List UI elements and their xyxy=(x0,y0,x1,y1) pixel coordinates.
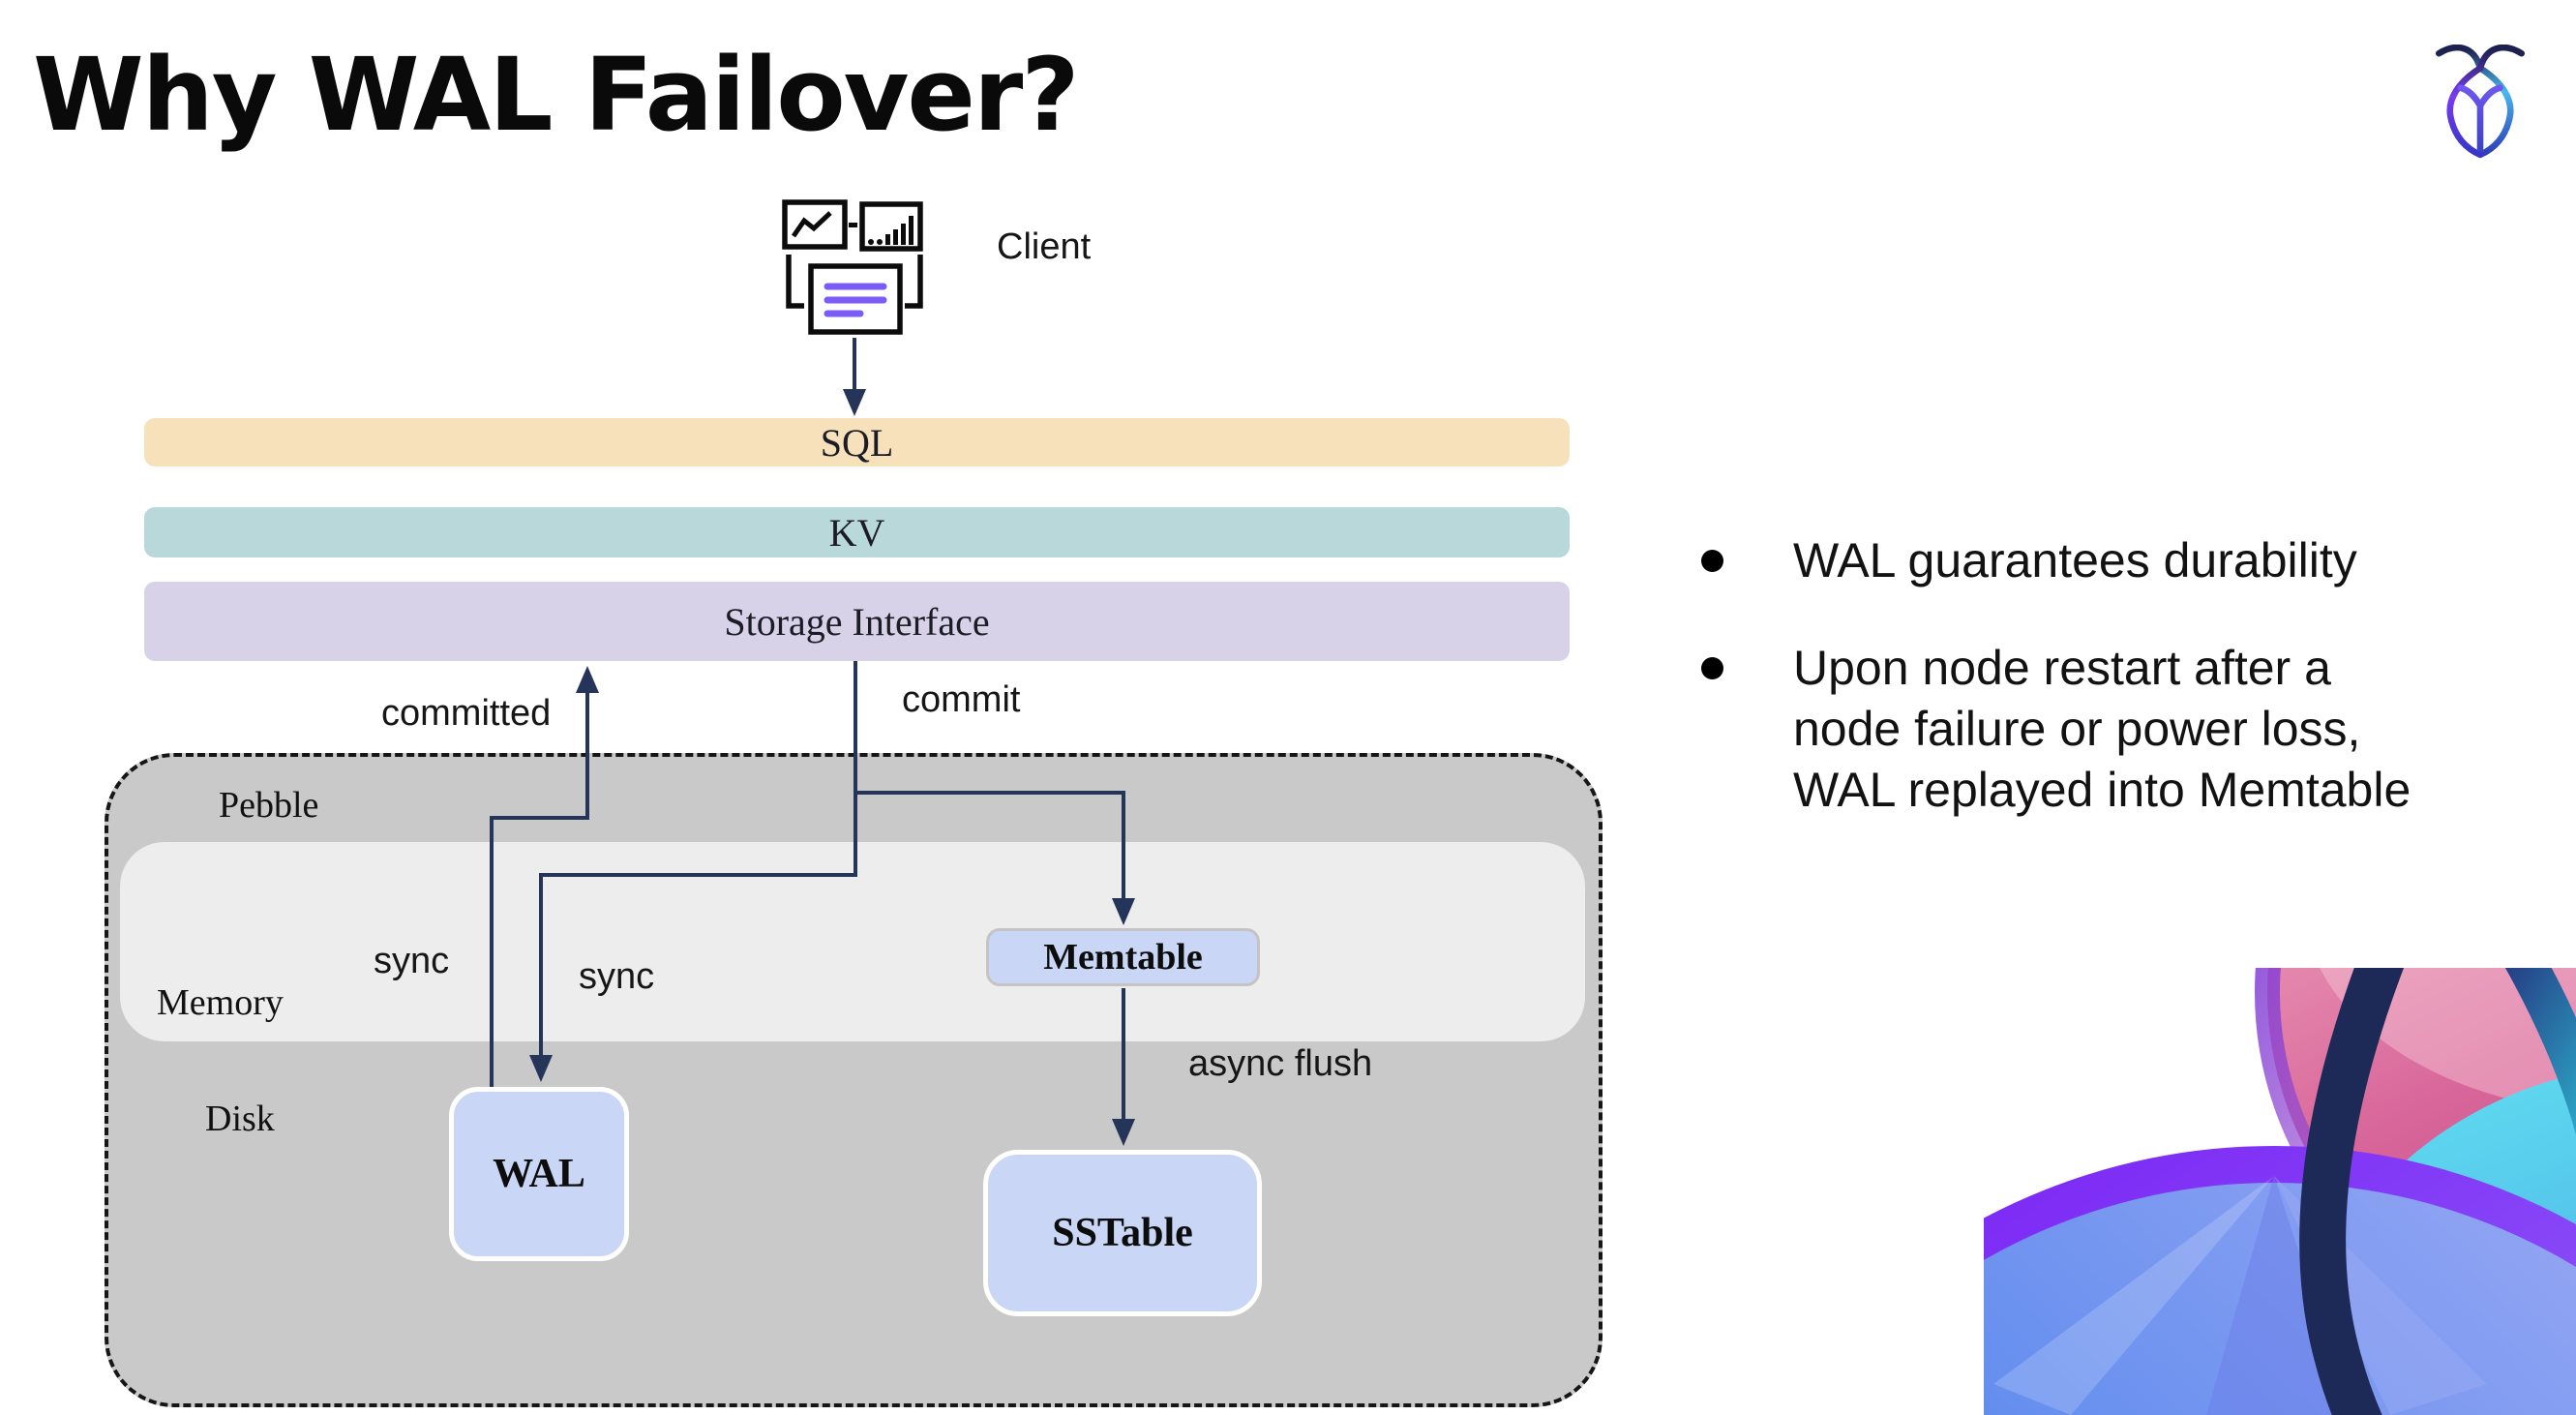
layer-sql: SQL xyxy=(144,418,1570,467)
bullet-line: node failure or power loss, xyxy=(1793,702,2361,756)
sstable-node-label: SSTable xyxy=(1052,1211,1193,1255)
memtable-node: Memtable xyxy=(986,928,1260,986)
memory-label: Memory xyxy=(157,982,284,1023)
line-chart-monitor-icon xyxy=(782,199,848,250)
bracket-icon xyxy=(786,255,923,309)
list-item: Upon node restart after a node failure o… xyxy=(1701,638,2553,821)
sync-memtable-edge-label: sync xyxy=(579,956,655,997)
arrowhead-down-icon xyxy=(843,389,866,416)
layer-sql-label: SQL xyxy=(820,420,894,465)
wal-node-label: WAL xyxy=(493,1152,585,1196)
bullet-line: WAL replayed into Memtable xyxy=(1793,763,2411,817)
arrowhead-up-icon xyxy=(576,666,599,693)
bullet-line: WAL guarantees durability xyxy=(1793,533,2357,587)
layer-kv: KV xyxy=(144,507,1570,557)
sstable-node: SSTable xyxy=(983,1150,1262,1316)
wal-node: WAL xyxy=(449,1087,629,1261)
layer-storage-interface: Storage Interface xyxy=(144,582,1570,661)
brand-decoration xyxy=(1984,968,2576,1415)
pebble-label: Pebble xyxy=(219,785,319,826)
bullet-dot-icon xyxy=(1701,550,1723,572)
page-title: Why WAL Failover? xyxy=(33,36,1080,154)
bullet-line: Upon node restart after a xyxy=(1793,641,2331,695)
client-icon xyxy=(782,199,923,335)
bullet-dot-icon xyxy=(1701,657,1723,679)
bullet-list: WAL guarantees durability Upon node rest… xyxy=(1701,530,2553,821)
memtable-node-label: Memtable xyxy=(1043,937,1203,978)
async-flush-edge-label: async flush xyxy=(1188,1043,1373,1084)
cockroachdb-logo-icon xyxy=(2435,45,2526,159)
disk-label: Disk xyxy=(205,1099,275,1139)
memory-region xyxy=(120,842,1585,1041)
sync-wal-edge-label: sync xyxy=(374,941,450,981)
client-label: Client xyxy=(997,226,1092,267)
committed-edge-label: committed xyxy=(381,693,552,734)
list-item: WAL guarantees durability xyxy=(1701,530,2553,591)
layer-kv-label: KV xyxy=(828,510,885,555)
commit-edge-label: commit xyxy=(902,679,1021,720)
layer-storage-interface-label: Storage Interface xyxy=(724,599,990,644)
